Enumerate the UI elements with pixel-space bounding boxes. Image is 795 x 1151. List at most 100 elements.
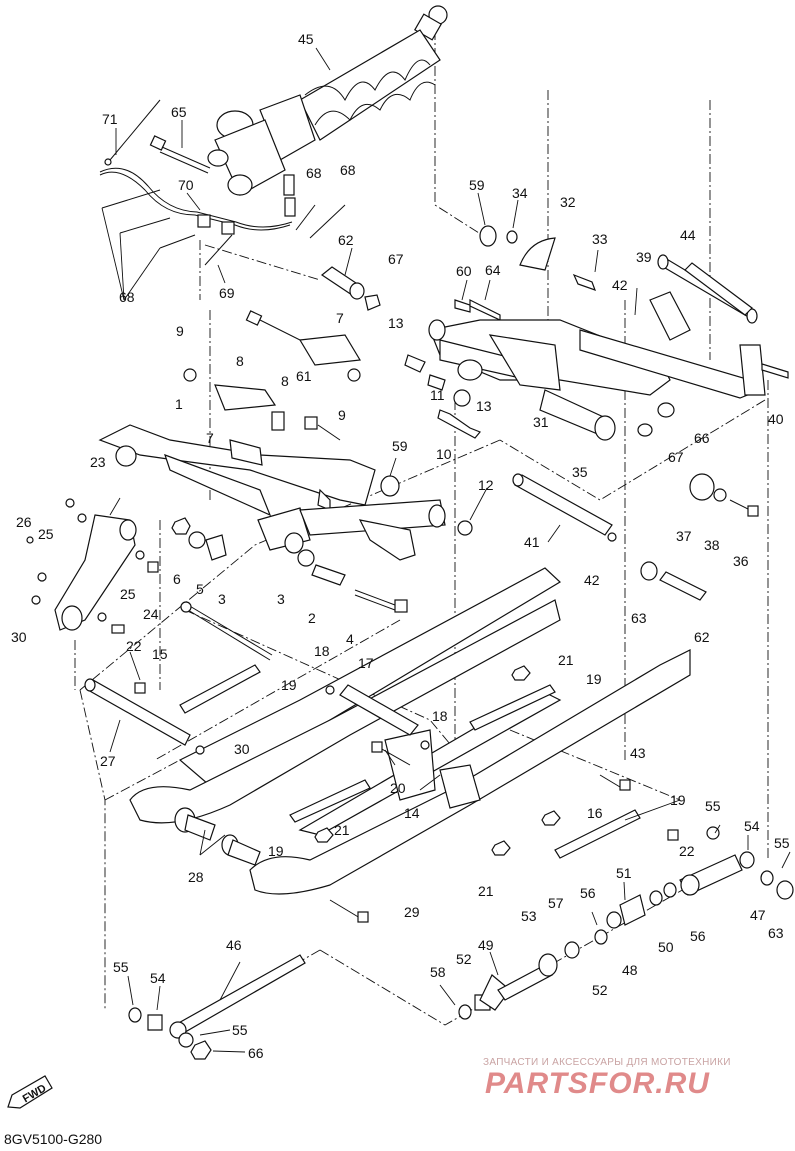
callout-2: 2: [308, 610, 316, 626]
callout-50: 50: [658, 939, 674, 955]
callout-35: 35: [572, 464, 588, 480]
callout-8: 8: [281, 373, 289, 389]
callout-19: 19: [268, 843, 284, 859]
collar-62-top: [320, 266, 381, 311]
callout-24: 24: [143, 606, 159, 622]
callout-6: 6: [173, 571, 181, 587]
front-arm-assembly: [98, 310, 473, 561]
wire-harness: [99, 99, 346, 266]
callout-15: 15: [152, 646, 168, 662]
callout-25: 25: [120, 586, 136, 602]
callout-38: 38: [704, 537, 720, 553]
callout-19: 19: [670, 792, 686, 808]
callout-13: 13: [476, 398, 492, 414]
callout-42: 42: [584, 572, 600, 588]
callout-70: 70: [178, 177, 194, 193]
callout-42: 42: [612, 277, 628, 293]
link-23: [26, 498, 159, 634]
callout-32: 32: [560, 194, 576, 210]
callout-labels: 45 71 65 70 68 68 68 62 69 67 59 34 32 3…: [11, 31, 790, 1061]
callout-30: 30: [234, 741, 250, 757]
rear-axle-assembly: [128, 826, 794, 1060]
bolt-65: [149, 135, 211, 174]
callout-37: 37: [676, 528, 692, 544]
callout-64: 64: [485, 262, 501, 278]
callout-26: 26: [16, 514, 32, 530]
bushing-set: [171, 517, 408, 613]
callout-18: 18: [432, 708, 448, 724]
callout-55: 55: [705, 798, 721, 814]
callout-55: 55: [774, 835, 790, 851]
callout-23: 23: [90, 454, 106, 470]
callout-16: 16: [587, 805, 603, 821]
callout-63: 63: [631, 610, 647, 626]
callout-11: 11: [430, 387, 445, 403]
callout-9: 9: [338, 407, 346, 423]
callout-54: 54: [744, 818, 760, 834]
idler-parts: [174, 745, 261, 866]
callout-4: 4: [346, 631, 354, 647]
callout-22: 22: [126, 638, 142, 654]
callout-58: 58: [430, 964, 446, 980]
callout-60: 60: [456, 263, 472, 279]
callout-21: 21: [334, 822, 350, 838]
callout-68: 68: [119, 289, 135, 305]
callout-47: 47: [750, 907, 766, 923]
callout-67: 67: [668, 449, 684, 465]
callout-31: 31: [533, 414, 549, 430]
callout-7: 7: [206, 430, 214, 446]
callout-71: 71: [102, 111, 118, 127]
callout-52: 52: [592, 982, 608, 998]
slider-plates: [134, 664, 679, 923]
callout-43: 43: [630, 745, 646, 761]
callout-56: 56: [580, 885, 596, 901]
callout-51: 51: [616, 865, 632, 881]
callout-1: 1: [175, 396, 183, 412]
callout-5: 5: [196, 581, 204, 597]
callout-68: 68: [340, 162, 356, 178]
callout-3: 3: [218, 591, 226, 607]
callout-20: 20: [390, 780, 406, 796]
callout-55: 55: [232, 1022, 248, 1038]
callout-21: 21: [558, 652, 574, 668]
callout-33: 33: [592, 231, 608, 247]
callout-14: 14: [404, 805, 420, 821]
callout-59: 59: [469, 177, 485, 193]
callout-34: 34: [512, 185, 528, 201]
callout-12: 12: [478, 477, 494, 493]
fwd-label: FWD: [21, 1082, 49, 1105]
callout-62: 62: [694, 629, 710, 645]
callout-46: 46: [226, 937, 242, 953]
callout-41: 41: [524, 534, 540, 550]
callout-18: 18: [314, 643, 330, 659]
watermark-tagline: ЗАПЧАСТИ И АКСЕССУАРЫ ДЛЯ МОТОТЕХНИКИ: [483, 1057, 731, 1068]
diagram-code: 8GV5100-G280: [4, 1131, 103, 1147]
callout-28: 28: [188, 869, 204, 885]
callout-39: 39: [636, 249, 652, 265]
callout-67: 67: [388, 251, 404, 267]
shock-absorber: [207, 5, 448, 217]
callout-45: 45: [298, 31, 314, 47]
leader-lines: [101, 47, 791, 1053]
callout-53: 53: [521, 908, 537, 924]
callout-40: 40: [768, 411, 784, 427]
callout-54: 54: [150, 970, 166, 986]
callout-55: 55: [113, 959, 129, 975]
callout-57: 57: [548, 895, 564, 911]
callout-56: 56: [690, 928, 706, 944]
callout-63: 63: [768, 925, 784, 941]
callout-62: 62: [338, 232, 354, 248]
shafts: [84, 262, 759, 746]
callout-29: 29: [404, 904, 420, 920]
callout-66: 66: [248, 1045, 264, 1061]
callout-30: 30: [11, 629, 27, 645]
watermark-logo: PARTSFOR.RU: [485, 1067, 710, 1100]
callout-49: 49: [478, 937, 494, 953]
callout-17: 17: [358, 655, 374, 671]
callout-7: 7: [336, 310, 344, 326]
callout-61: 61: [296, 368, 312, 384]
callout-21: 21: [478, 883, 494, 899]
callout-25: 25: [38, 526, 54, 542]
slide-rails: [129, 567, 691, 895]
